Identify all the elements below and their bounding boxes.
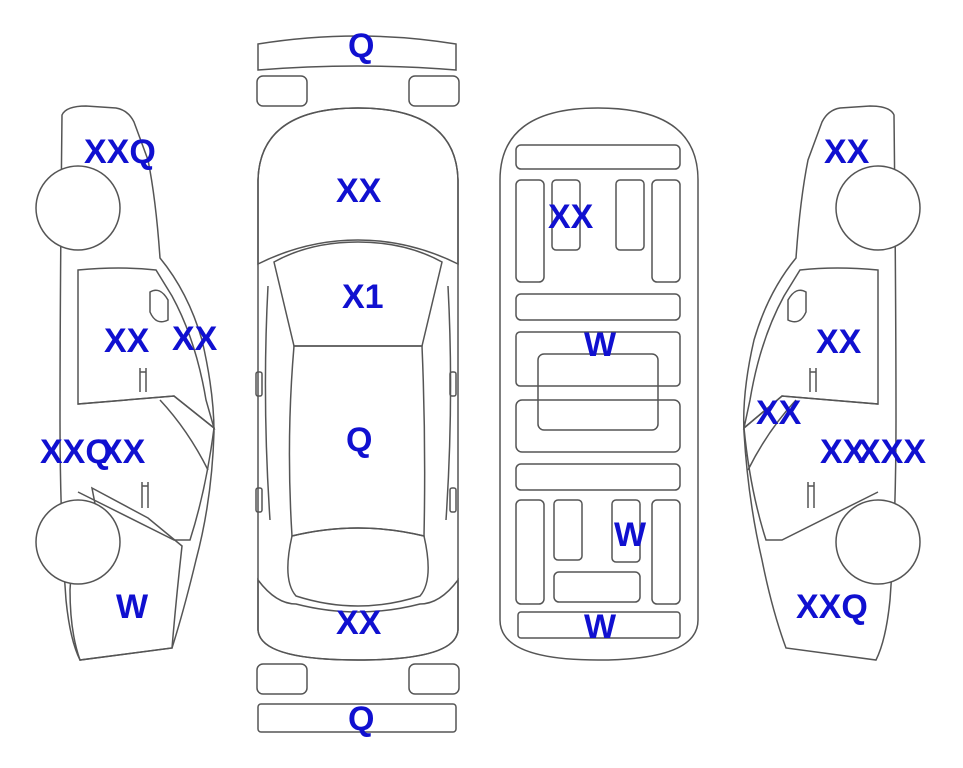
left-front-wheel [35,165,121,251]
label-hood: XX [336,172,382,210]
label-left-front-fender: XXQ [84,133,156,171]
label-floor-center: W [584,326,617,364]
label-right-front-door: XX [816,323,862,361]
label-roof: Q [346,421,372,459]
label-right-quarter: XXQ [796,588,868,626]
label-left-rocker: XXQ [40,433,112,471]
hood-panel[interactable] [257,107,459,266]
label-floor-rear-panel: W [614,516,647,554]
label-windshield: X1 [342,278,384,316]
label-front-bumper: Q [348,27,374,65]
right-side-view: XX XX XX XX XXX XXQ [742,105,926,661]
left-side-view: XXQ XX XX XXQ XX W [35,105,218,661]
label-right-rocker: XXX [858,433,926,471]
label-right-rear-door: XX [820,433,866,471]
rear-bumper-panel[interactable] [257,703,457,733]
label-floor-front: XX [548,198,594,236]
trunk-panel[interactable] [257,577,459,661]
top-view: Q XX X1 Q XX Q [255,27,460,738]
label-floor-rear: W [584,608,617,646]
rear-glass [287,527,429,607]
underbody-outline [499,107,699,661]
label-right-front-fender: XX [824,133,870,171]
front-bumper-panel[interactable] [257,35,457,71]
left-rear-wheel [35,499,121,585]
label-trunk: XX [336,604,382,642]
underbody-view: XX W W W [499,107,699,661]
right-rear-wheel [835,499,921,585]
label-left-quarter: W [116,588,149,626]
floor-front-panel[interactable] [551,179,581,251]
label-rear-bumper: Q [348,700,374,738]
right-body-panel[interactable] [742,105,897,661]
left-body-panel[interactable] [59,105,215,661]
label-left-front-door: XX [104,322,150,360]
windshield-panel[interactable] [273,241,443,347]
label-right-a-pillar: XX [756,394,802,432]
right-front-wheel [835,165,921,251]
floor-rear-side-panel[interactable] [611,499,641,563]
label-left-rear-door: XX [100,433,146,471]
floor-center-panel[interactable] [515,331,681,387]
label-left-a-pillar: XX [172,320,218,358]
floor-rear-panel[interactable] [517,611,681,639]
